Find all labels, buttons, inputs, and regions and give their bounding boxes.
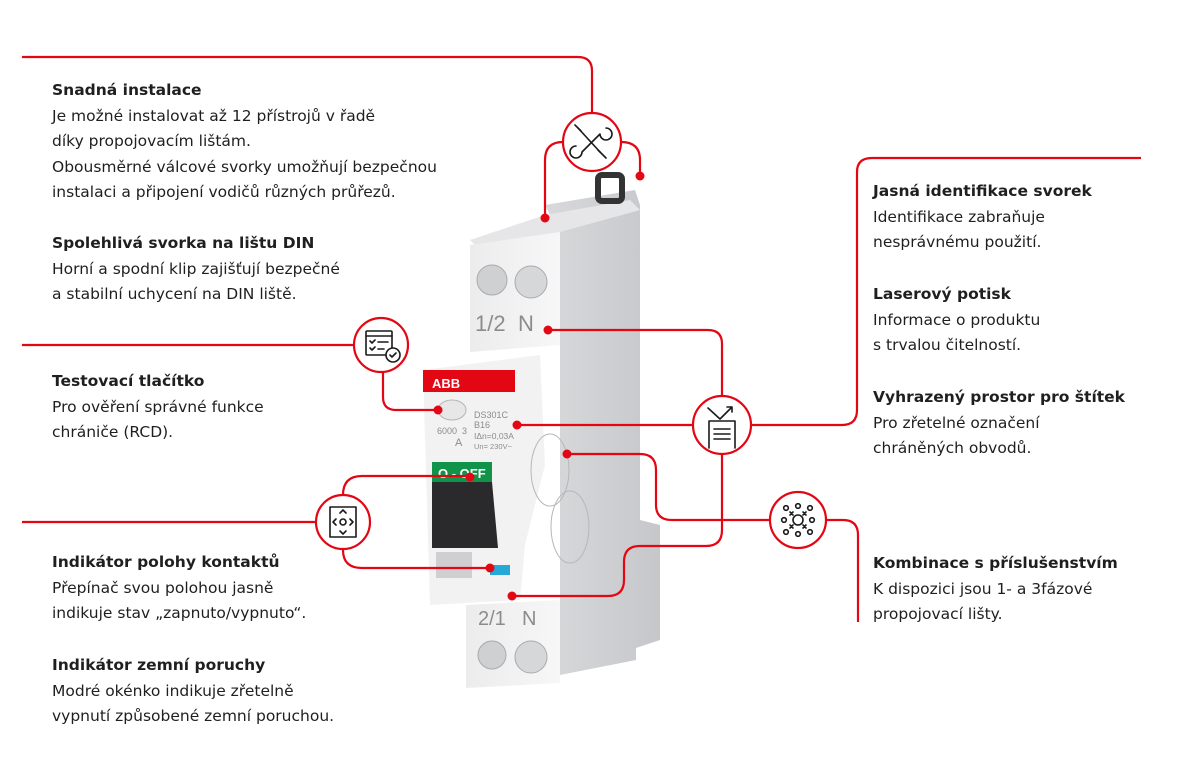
feature-text: nesprávnému použití.	[873, 233, 1042, 251]
feature-text: instalaci a připojení vodičů různých prů…	[52, 183, 396, 201]
feature-laser-print: Laserový potisk Informace o produktu s t…	[873, 282, 1040, 359]
feature-din-clip: Spolehlivá svorka na lištu DIN Horní a s…	[52, 231, 340, 308]
feature-text: vypnutí způsobené zemní poruchou.	[52, 707, 335, 725]
badge-test	[352, 316, 410, 374]
breaking-capacity: 6000	[437, 426, 457, 436]
badge-marking	[691, 394, 753, 456]
label-area-circle	[530, 433, 570, 507]
leader-lines	[22, 55, 1141, 622]
terminal-screw	[514, 640, 548, 674]
label-marking-icon	[707, 406, 736, 449]
feature-text: Přepínač svou polohou jasně	[52, 578, 274, 597]
feature-title: Snadná instalace	[52, 81, 202, 99]
anchor-dot	[433, 405, 443, 415]
residual-current-label: IΔn=0,03A	[474, 431, 514, 441]
feature-title: Indikátor zemní poruchy	[52, 656, 266, 674]
anchor-dot	[485, 563, 495, 573]
device-type: A	[455, 437, 463, 449]
anchor-dot	[507, 591, 517, 601]
feature-text: propojovací lišty.	[873, 605, 1003, 623]
leader-line-accessories-right	[826, 518, 860, 622]
badge-installation	[561, 111, 623, 173]
feature-text: Modré okénko indikuje zřetelně	[52, 681, 294, 700]
leader-line-marking-down	[512, 454, 724, 598]
leader-line-installation-left	[543, 140, 564, 218]
badge-position	[314, 493, 372, 551]
feature-title: Spolehlivá svorka na lištu DIN	[52, 234, 315, 252]
feature-title: Testovací tlačítko	[52, 372, 205, 390]
feature-terminal-identification: Jasná identifikace svorek Identifikace z…	[873, 179, 1092, 256]
feature-title: Indikátor polohy kontaktů	[52, 553, 280, 571]
feature-text: s trvalou čitelností.	[873, 336, 1022, 354]
rating-label: B16	[474, 420, 490, 430]
device-class: 3	[462, 426, 467, 436]
feature-text: chrániče (RCD).	[52, 423, 174, 441]
device-top-block	[470, 200, 640, 250]
voltage-label: Un= 230V~	[474, 442, 513, 451]
anchor-dot	[540, 213, 550, 223]
terminal-screw	[514, 265, 548, 299]
leader-line-terminal-id	[548, 328, 724, 396]
feature-text: Horní a spodní klip zajišťují bezpečné	[52, 259, 340, 278]
feature-title: Kombinace s příslušenstvím	[873, 554, 1118, 572]
leader-line-marking-right	[751, 156, 1141, 427]
switch-status-text: O - OFF	[438, 466, 486, 481]
feature-text: Pro zřetelné označení	[873, 413, 1040, 432]
toggle-lever	[432, 482, 498, 548]
terminal-label: 2/1	[478, 608, 506, 630]
feature-title: Vyhrazený prostor pro štítek	[873, 388, 1125, 406]
leader-line-installation	[22, 55, 594, 114]
feature-text: Je možné instalovat až 12 přístrojů v řa…	[52, 106, 376, 125]
feature-contact-position: Indikátor polohy kontaktů Přepínač svou …	[52, 550, 306, 627]
feature-text: Pro ověření správné funkce	[52, 397, 264, 416]
leader-line-position-switch	[341, 474, 470, 496]
feature-earth-fault: Indikátor zemní poruchy Modré okénko ind…	[52, 653, 334, 730]
feature-easy-installation: Snadná instalace Je možné instalovat až …	[52, 78, 437, 206]
feature-accessories: Kombinace s příslušenstvím K dispozici j…	[873, 551, 1118, 628]
anchor-dot	[543, 325, 553, 335]
terminal-label: N	[522, 608, 536, 630]
tools-icon	[569, 124, 613, 159]
anchor-dot	[635, 171, 645, 181]
qr-code	[436, 552, 472, 578]
network-nodes-icon	[780, 502, 816, 538]
feature-text: a stabilní uchycení na DIN liště.	[52, 285, 297, 303]
feature-text: díky propojovacím lištám.	[52, 132, 251, 150]
feature-text: indikuje stav „zapnuto/vypnuto“.	[52, 604, 307, 622]
model-label: DS301C	[474, 410, 509, 420]
terminal-screw	[477, 640, 507, 670]
feature-title: Jasná identifikace svorek	[873, 182, 1092, 200]
leader-line-earth-fault	[341, 549, 490, 570]
feature-label-space: Vyhrazený prostor pro štítek Pro zřeteln…	[873, 385, 1125, 462]
rcbo-device: 1/2 N ABB 6000 3 A DS301C B16 IΔn=0,03A …	[423, 172, 660, 688]
checklist-icon	[365, 330, 401, 363]
terminal-screw	[476, 264, 508, 296]
device-side-panel	[545, 190, 660, 675]
position-arrows-icon	[329, 506, 357, 538]
anchor-dot	[512, 420, 522, 430]
top-clip	[595, 172, 625, 204]
feature-title: Laserový potisk	[873, 285, 1011, 303]
terminal-label: N	[518, 311, 534, 336]
leader-line-test-button	[381, 372, 438, 412]
earth-fault-indicator	[490, 565, 510, 575]
anchor-dot	[562, 449, 572, 459]
feature-text: Obousměrné válcové svorky umožňují bezpe…	[52, 157, 437, 176]
device-front-top	[470, 232, 560, 352]
brand-logo: ABB	[432, 376, 460, 391]
leader-line-installation-right	[620, 140, 642, 175]
terminal-label: 1/2	[475, 311, 506, 336]
label-area-circle	[550, 490, 590, 564]
anchor-dot	[465, 472, 475, 482]
brand-stripe	[423, 370, 515, 392]
feature-text: Identifikace zabraňuje	[873, 207, 1045, 226]
feature-text: chráněných obvodů.	[873, 439, 1032, 457]
feature-text: Informace o produktu	[873, 310, 1041, 329]
feature-text: K dispozici jsou 1- a 3fázové	[873, 579, 1093, 598]
leader-line-accessories-left	[567, 452, 770, 522]
badge-accessories	[768, 490, 828, 550]
feature-test-button: Testovací tlačítko Pro ověření správné f…	[52, 369, 264, 446]
